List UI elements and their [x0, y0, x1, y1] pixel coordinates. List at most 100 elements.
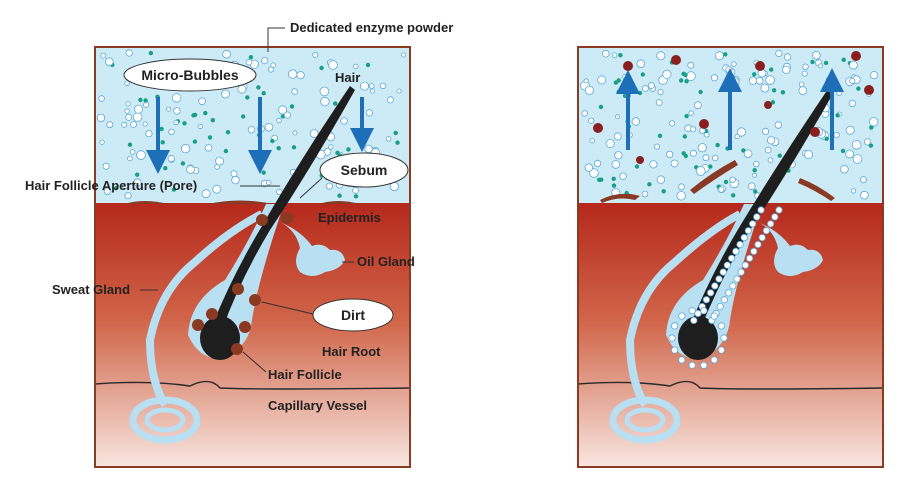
micro-bubble	[766, 136, 776, 145]
sweat-gland-coil	[129, 396, 201, 444]
micro-bubble	[655, 99, 663, 106]
micro-bubble	[670, 322, 679, 330]
micro-bubble	[798, 86, 808, 95]
enzyme-particle	[715, 142, 720, 148]
micro-bubble	[748, 220, 757, 228]
enzyme-particle	[769, 67, 774, 72]
micro-bubble	[678, 356, 686, 364]
micro-bubble	[690, 316, 698, 324]
micro-bubble	[845, 149, 855, 159]
micro-bubble	[860, 190, 869, 200]
micro-bubble	[212, 184, 222, 194]
micro-bubble	[833, 131, 840, 139]
enzyme-particle	[248, 55, 254, 60]
sweat-gland	[625, 210, 742, 408]
enzyme-particle	[835, 113, 840, 118]
micro-bubble	[237, 84, 247, 94]
micro-bubbles-label: Micro-Bubbles	[141, 67, 238, 83]
right-particles	[580, 49, 879, 201]
hair-follicle-leader	[242, 351, 267, 373]
micro-bubble	[267, 66, 274, 73]
micro-bubble	[775, 49, 783, 58]
micro-bubble	[197, 123, 203, 130]
enzyme-particle	[276, 146, 281, 151]
micro-bubble	[180, 143, 191, 154]
hair-root-label: Hair Root	[322, 344, 381, 359]
micro-bubble	[261, 56, 269, 65]
enzyme-particle	[810, 59, 815, 65]
enzyme-particle	[752, 168, 757, 173]
enzyme-particle	[723, 179, 729, 185]
sebum-plug	[208, 200, 272, 204]
micro-bubble	[719, 268, 727, 276]
enzyme-particle	[682, 134, 687, 139]
micro-bubble	[753, 160, 760, 168]
micro-bubble	[614, 151, 623, 160]
enzyme-particle	[171, 187, 177, 192]
micro-bubble	[718, 186, 725, 193]
micro-bubble	[136, 150, 146, 160]
enzyme-particle	[611, 176, 616, 181]
enzyme-particle	[135, 172, 140, 177]
micro-bubble	[817, 63, 823, 69]
micro-bubble	[642, 85, 649, 92]
enzyme-particle	[683, 72, 688, 78]
hair-root	[200, 316, 240, 360]
dirt-bubble	[312, 298, 394, 332]
micro-bubble	[278, 105, 288, 115]
enzyme-particle	[114, 186, 119, 191]
micro-bubble	[676, 191, 686, 201]
micro-bubble	[143, 101, 150, 108]
micro-bubble	[584, 85, 595, 95]
micro-bubble	[835, 89, 843, 96]
micro-bubble	[665, 150, 674, 159]
epidermis-label: Epidermis	[318, 210, 381, 225]
micro-bubble	[353, 63, 359, 70]
left-particles	[96, 49, 407, 200]
hair-root	[678, 316, 718, 360]
micro-bubble	[657, 89, 664, 96]
enzyme-particle	[182, 121, 187, 126]
micro-bubble	[720, 296, 729, 304]
sweat-gland-coil	[609, 396, 681, 444]
micro-bubble	[133, 178, 142, 187]
micro-bubble	[129, 149, 136, 155]
enzyme-particle	[599, 177, 604, 182]
micro-bubble	[584, 163, 593, 172]
enzyme-particle	[824, 136, 829, 141]
micro-bubble	[296, 71, 305, 80]
dirt-particles	[192, 212, 293, 355]
enzyme-particle	[203, 110, 208, 116]
enzyme-particle	[684, 79, 689, 84]
micro-bubble	[695, 166, 706, 176]
micro-bubble	[798, 81, 805, 88]
micro-bubble	[649, 160, 658, 169]
enzyme-particle	[210, 118, 215, 123]
micro-bubble	[264, 122, 274, 132]
micro-bubble	[747, 182, 756, 191]
sebum-plug	[124, 201, 168, 204]
micro-bubble	[736, 127, 747, 137]
micro-bubble	[622, 73, 628, 80]
micro-bubble	[748, 76, 758, 85]
micro-bubble	[222, 49, 231, 59]
enzyme-particle	[270, 138, 275, 144]
enzyme-particle	[613, 80, 619, 85]
micro-bubble	[850, 188, 857, 194]
micro-bubble	[668, 334, 676, 342]
lifted-sebum	[600, 193, 640, 203]
enzyme-particle	[261, 91, 266, 96]
enzyme-particle	[333, 101, 338, 106]
micro-bubble	[340, 117, 348, 125]
enzyme-particle	[395, 140, 400, 145]
micro-bubble	[291, 88, 299, 95]
micro-bubble	[198, 97, 206, 106]
micro-bubble	[723, 261, 732, 269]
enzyme-particle	[771, 88, 777, 93]
micro-bubble	[125, 49, 133, 57]
micro-bubble	[702, 154, 710, 162]
micro-bubble	[396, 88, 402, 94]
micro-bubble	[328, 60, 338, 70]
lifted-sebum	[690, 160, 738, 194]
